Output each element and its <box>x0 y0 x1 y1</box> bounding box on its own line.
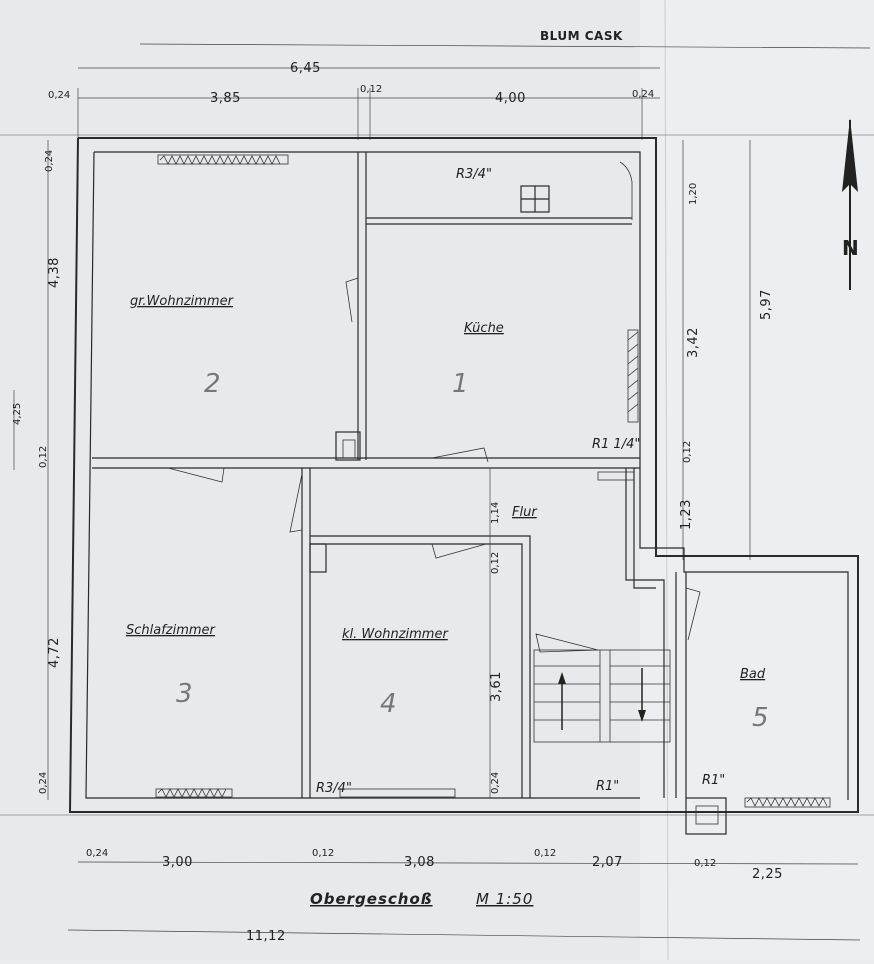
dim-line-bottom-total <box>67 929 861 941</box>
dim-bottom-seg3: 2,07 <box>592 855 623 870</box>
dim-right-wall: 0,12 <box>682 441 693 463</box>
room-label-flur: Flur <box>512 505 538 520</box>
chimney-2 <box>309 543 327 573</box>
dim-kl-wall: 0,24 <box>490 772 501 794</box>
dim-flur-width: 1,14 <box>490 502 501 524</box>
dim-bottom-wall4: 0,12 <box>694 858 716 869</box>
plan-scale: M 1:50 <box>476 890 533 908</box>
dim-top-wall-left: 0,24 <box>48 90 70 101</box>
chimney-3 <box>685 797 727 835</box>
interior-walls <box>92 152 687 798</box>
dim-flur-wall: 0,12 <box>490 552 501 574</box>
dim-top-seg2: 4,00 <box>495 91 526 106</box>
radiator-label-kueche-right: R1 1/4" <box>592 437 640 452</box>
chimney-1-flue <box>342 439 356 459</box>
staircase <box>533 649 671 743</box>
dim-right-seg-top: 1,20 <box>688 183 699 205</box>
dim-line-bottom <box>77 861 859 865</box>
dim-bottom-wall-left: 0,24 <box>86 848 108 859</box>
dim-left-wall-mid: 0,12 <box>38 446 49 468</box>
dim-left-bottom-wall: 0,24 <box>38 772 49 794</box>
radiator-label-stair: R1" <box>596 779 619 794</box>
room-number-3: 3 <box>176 679 193 709</box>
room-label-kueche: Küche <box>464 321 504 336</box>
dim-bottom-wall2: 0,12 <box>312 848 334 859</box>
dim-kl-height: 3,61 <box>489 671 504 702</box>
room-label-kl-wohnzimmer: kl. Wohnzimmer <box>342 627 449 642</box>
dim-bottom-seg2: 3,08 <box>404 855 435 870</box>
dim-left-seg1: 4,38 <box>47 257 62 288</box>
room-label-bad: Bad <box>740 667 766 682</box>
stamp-text: BLUM CASK <box>540 29 623 43</box>
dim-bottom-wall3: 0,12 <box>534 848 556 859</box>
window-symbol-icon <box>520 185 550 213</box>
dim-top-wall-mid: 0,12 <box>360 84 382 95</box>
plan-title: Obergeschoß <box>310 890 433 908</box>
dim-right-seg-mid: 3,42 <box>686 327 701 358</box>
outer-walls <box>68 137 859 813</box>
dim-top-total: 6,45 <box>290 61 321 76</box>
dim-bottom-seg1: 3,00 <box>162 855 193 870</box>
dim-bottom-total: 11,12 <box>246 929 286 944</box>
room-number-1: 1 <box>452 369 469 399</box>
dim-right-seg-low: 1,23 <box>679 499 694 530</box>
dim-top-seg1: 3,85 <box>210 91 241 106</box>
chimney-1 <box>335 431 361 461</box>
room-label-schlafzimmer: Schlafzimmer <box>126 623 217 638</box>
door-swings <box>167 277 701 653</box>
dim-right-total: 5,97 <box>759 289 774 320</box>
radiator-label-kl: R3/4" <box>316 781 352 796</box>
dim-bottom-seg4: 2,25 <box>752 867 783 882</box>
room-number-5: 5 <box>752 703 769 733</box>
dim-left-seg2: 4,72 <box>47 637 62 668</box>
room-number-2: 2 <box>204 369 221 399</box>
room-number-4: 4 <box>380 689 397 719</box>
radiator-label-bad: R1" <box>702 773 725 788</box>
radiator-label-kueche: R3/4" <box>456 167 492 182</box>
dim-left-outer: 4,25 <box>12 403 23 425</box>
radiator-strips <box>155 154 831 808</box>
top-rule-line <box>139 43 871 49</box>
room-label-gr-wohnzimmer: gr.Wohnzimmer <box>130 294 235 309</box>
dim-top-wall-right: 0,24 <box>632 89 654 100</box>
north-label: N <box>842 236 859 260</box>
north-arrow-icon: N <box>842 118 859 290</box>
dim-left-top-wall: 0,24 <box>44 150 55 172</box>
